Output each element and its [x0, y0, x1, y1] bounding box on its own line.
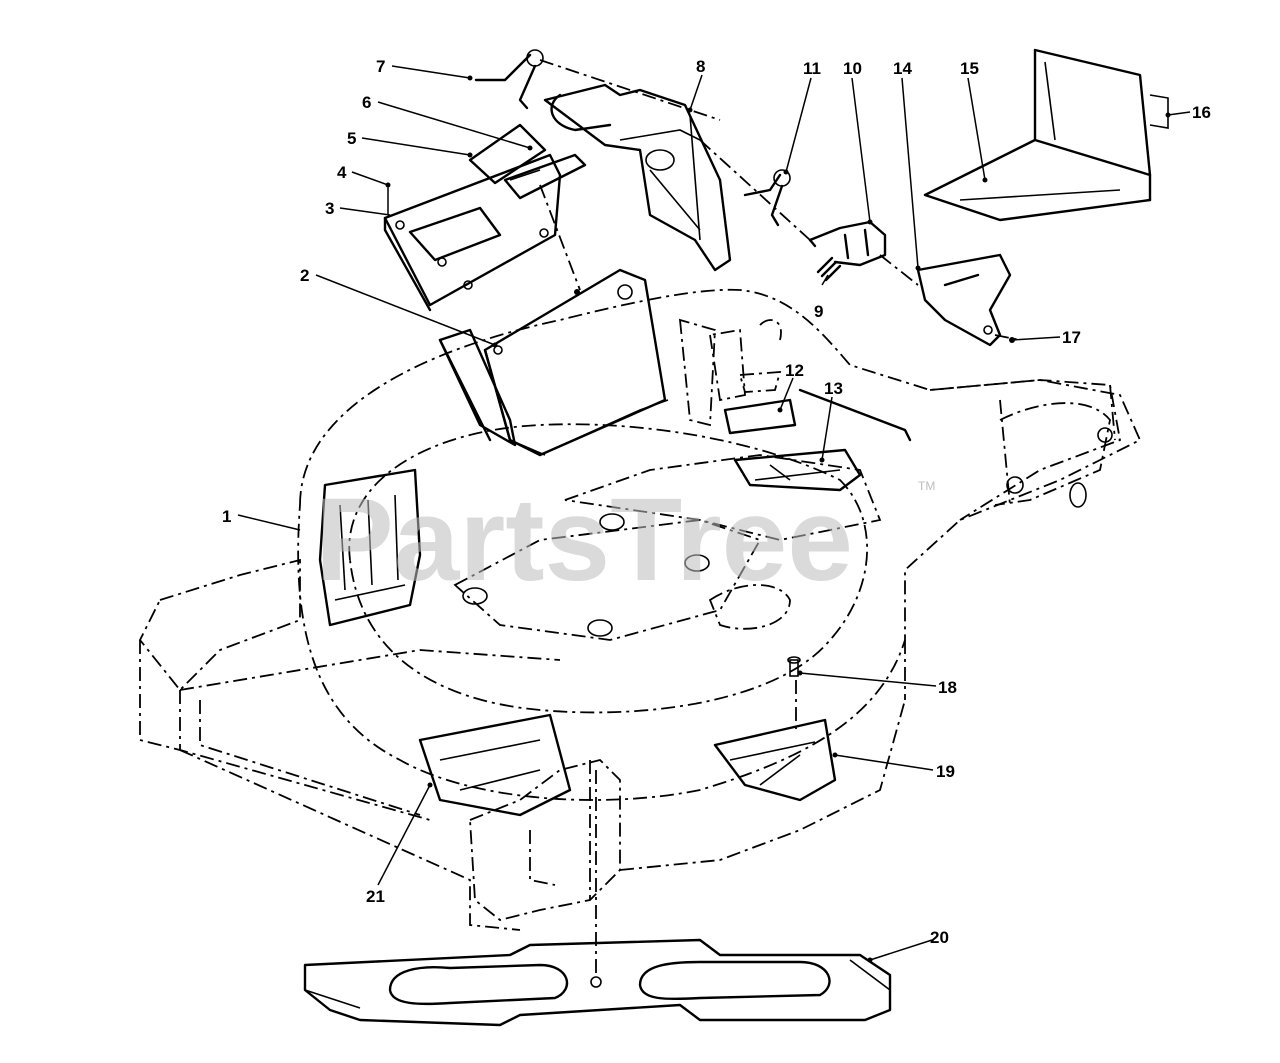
callout-6: 6	[362, 93, 371, 112]
callout-14: 14	[893, 59, 912, 78]
callout-19: 19	[936, 762, 955, 781]
watermark-text: PartsTree	[315, 474, 853, 606]
part-21-mulch-plate	[418, 713, 572, 817]
part-19-mulch-plate	[713, 718, 837, 802]
part-3-door-plate	[383, 153, 562, 312]
part-13-mulch-plate	[733, 448, 862, 492]
callout-15: 15	[960, 59, 979, 78]
callout-17: 17	[1062, 328, 1081, 347]
callout-7: 7	[376, 57, 385, 76]
part-7-spring	[474, 49, 544, 110]
part-14-pivot-bracket	[916, 253, 1012, 347]
watermark-trademark: TM	[918, 479, 935, 493]
callout-21: 21	[366, 887, 385, 906]
callout-2: 2	[300, 266, 309, 285]
callout-16: 16	[1192, 103, 1211, 122]
part-12-decal	[723, 388, 912, 442]
callout-labels: 1 2 3 4 5 6 7 8 9 10 11 12 13 14 15 16 1…	[222, 57, 1211, 947]
part-6-latch-plate	[468, 123, 587, 200]
part-8-hinge-assembly	[543, 83, 732, 272]
callout-3: 3	[325, 199, 334, 218]
mower-deck-housing	[138, 288, 1142, 931]
part-11-spring	[743, 169, 791, 227]
part-16-label	[1149, 94, 1169, 129]
callout-20: 20	[930, 928, 949, 947]
callout-9: 9	[814, 302, 823, 321]
part-20-blade	[303, 938, 892, 1027]
part-2-door-bracket	[438, 268, 669, 457]
callout-5: 5	[347, 129, 356, 148]
callout-18: 18	[938, 678, 957, 697]
part-15-deflector	[923, 48, 1152, 222]
callout-13: 13	[824, 379, 843, 398]
alignment-lines	[539, 59, 1021, 975]
callout-11: 11	[803, 59, 821, 78]
part-1-mulch-plate	[318, 468, 422, 627]
part-18-bolt	[787, 656, 801, 677]
callout-4: 4	[337, 163, 347, 182]
callout-8: 8	[696, 57, 705, 76]
part-9-small-spring	[816, 256, 842, 282]
callout-10: 10	[843, 59, 862, 78]
callout-1: 1	[222, 507, 231, 526]
callout-12: 12	[785, 361, 804, 380]
leader-lines	[237, 65, 1191, 963]
watermark: PartsTree TM	[315, 474, 935, 606]
part-10-hinge-pin	[808, 220, 887, 267]
